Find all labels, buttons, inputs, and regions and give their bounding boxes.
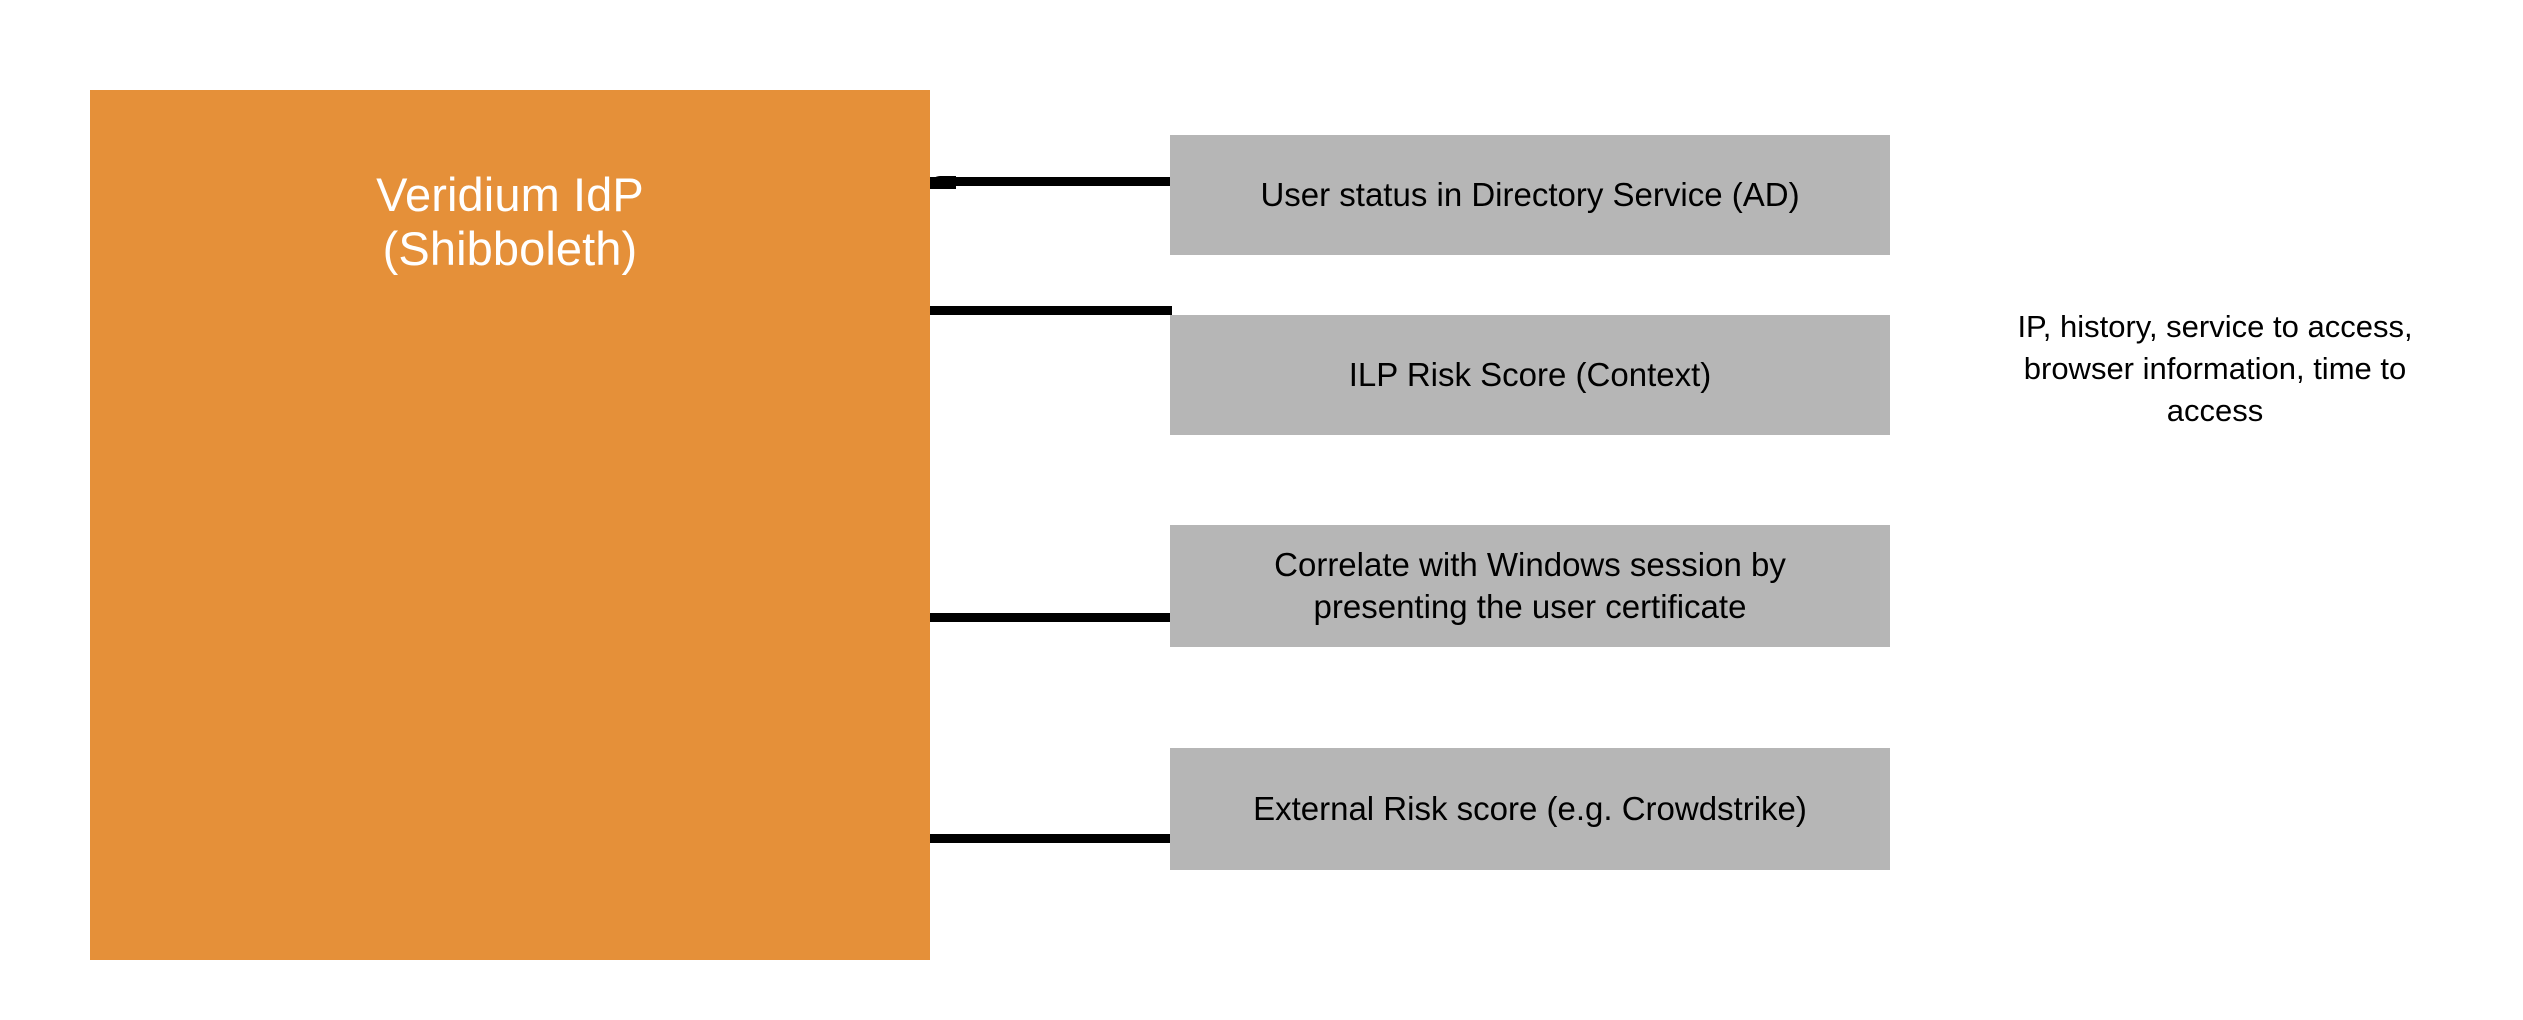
idp-node[interactable]: Veridium IdP (Shibboleth) [90, 90, 930, 960]
attribute-label-user-status: User status in Directory Service (AD) [1260, 175, 1800, 213]
attribute-box-ilp-risk-score[interactable]: ILP Risk Score (Context) [1170, 315, 1890, 435]
attribute-box-windows-session-correlation[interactable]: Correlate with Windows session by presen… [1170, 525, 1890, 647]
connector-line-3 [930, 613, 1172, 622]
connector-line-1 [930, 176, 1172, 189]
attribute-box-external-risk-score[interactable]: External Risk score (e.g. Crowdstrike) [1170, 748, 1890, 870]
connector-line-2 [930, 306, 1172, 315]
attribute-box-user-status[interactable]: User status in Directory Service (AD) [1170, 135, 1890, 255]
connector-line-4 [930, 834, 1172, 843]
attribute-label-ilp-risk-score: ILP Risk Score (Context) [1348, 355, 1712, 393]
attribute-label-windows-session-correlation: Correlate with Windows session by presen… [1274, 545, 1786, 625]
annotation-context-signals: IP, history, service to access, browser … [2017, 309, 2413, 428]
attribute-label-external-risk-score: External Risk score (e.g. Crowdstrike) [1253, 789, 1807, 827]
idp-node-label: Veridium IdP (Shibboleth) [376, 168, 644, 276]
